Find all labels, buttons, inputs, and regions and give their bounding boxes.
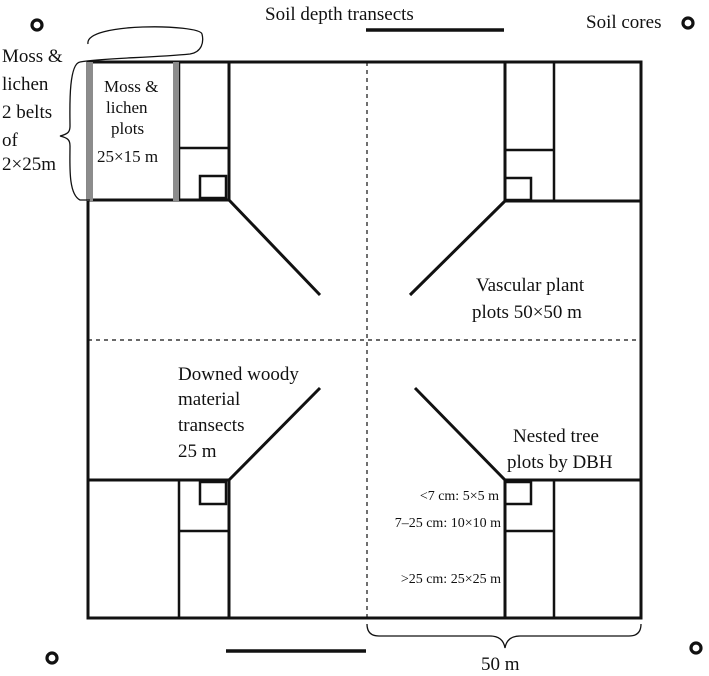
label-soil-cores: Soil cores (586, 12, 661, 33)
label-dbh-small: <7 cm: 5×5 m (420, 489, 499, 504)
svg-text:Nested tree: Nested tree (513, 426, 599, 447)
svg-text:plots 50×50 m: plots 50×50 m (472, 302, 582, 323)
soil-core-bottom-right (689, 641, 703, 655)
label-soil-depth-transects: Soil depth transects (265, 4, 414, 25)
subplot-bottom-left (86, 478, 231, 620)
svg-text:lichen: lichen (2, 74, 49, 95)
svg-text:plots by DBH: plots by DBH (507, 452, 613, 473)
woody-transect-bottom-left (227, 386, 322, 482)
label-nested-tree: Nested tree plots by DBH (507, 426, 613, 473)
svg-text:transects: transects (178, 415, 244, 436)
svg-text:Moss &: Moss & (104, 77, 158, 96)
svg-text:lichen: lichen (106, 98, 148, 117)
moss-belt-right (173, 62, 179, 201)
svg-text:2×25m: 2×25m (2, 154, 56, 175)
label-moss-plots: Moss & lichen plots 25×15 m (97, 77, 158, 166)
label-moss-belts: Moss & lichen 2 belts of 2×25m (2, 46, 63, 175)
soil-core-bottom-left (45, 651, 59, 665)
brace-moss (59, 26, 204, 201)
svg-text:Downed woody: Downed woody (178, 364, 299, 385)
label-downed-woody: Downed woody material transects 25 m (178, 364, 299, 462)
woody-transect-top-left (227, 198, 322, 297)
svg-text:of: of (2, 130, 19, 151)
label-dbh-medium: 7–25 cm: 10×10 m (395, 516, 501, 531)
soil-core-top-right (681, 16, 695, 30)
woody-transect-bottom-right (413, 386, 507, 482)
brace-50m (366, 623, 642, 649)
soil-core-top-left (30, 18, 44, 32)
svg-text:2 belts: 2 belts (2, 102, 52, 123)
label-scale-50m: 50 m (481, 654, 520, 675)
svg-text:25 m: 25 m (178, 441, 217, 462)
label-dbh-large: >25 cm: 25×25 m (401, 572, 501, 587)
svg-text:25×15 m: 25×15 m (97, 147, 158, 166)
label-vascular-plots: Vascular plant plots 50×50 m (472, 275, 585, 323)
svg-text:material: material (178, 389, 240, 410)
svg-text:plots: plots (111, 119, 144, 138)
svg-text:Moss &: Moss & (2, 46, 63, 67)
subplot-bottom-right (503, 478, 643, 620)
woody-transect-top-right (408, 199, 507, 297)
subplot-top-right (503, 60, 643, 203)
svg-text:Vascular plant: Vascular plant (476, 275, 585, 296)
moss-belt-left (87, 62, 93, 201)
